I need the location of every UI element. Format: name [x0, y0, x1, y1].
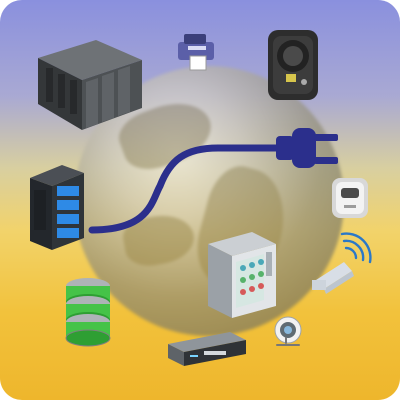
database-stack-icon — [65, 278, 111, 347]
webcam-icon — [274, 316, 302, 346]
vending-machine-icon — [208, 232, 276, 318]
cash-register-icon — [178, 34, 214, 71]
wireless-usb-adapter-icon — [312, 232, 372, 294]
server-rack-icon — [38, 40, 142, 130]
speaker-icon — [268, 30, 318, 100]
dvr-box-icon — [168, 332, 246, 366]
power-cable — [88, 128, 338, 234]
hard-drive-icon — [332, 178, 368, 218]
tower-computer-icon — [30, 165, 84, 250]
